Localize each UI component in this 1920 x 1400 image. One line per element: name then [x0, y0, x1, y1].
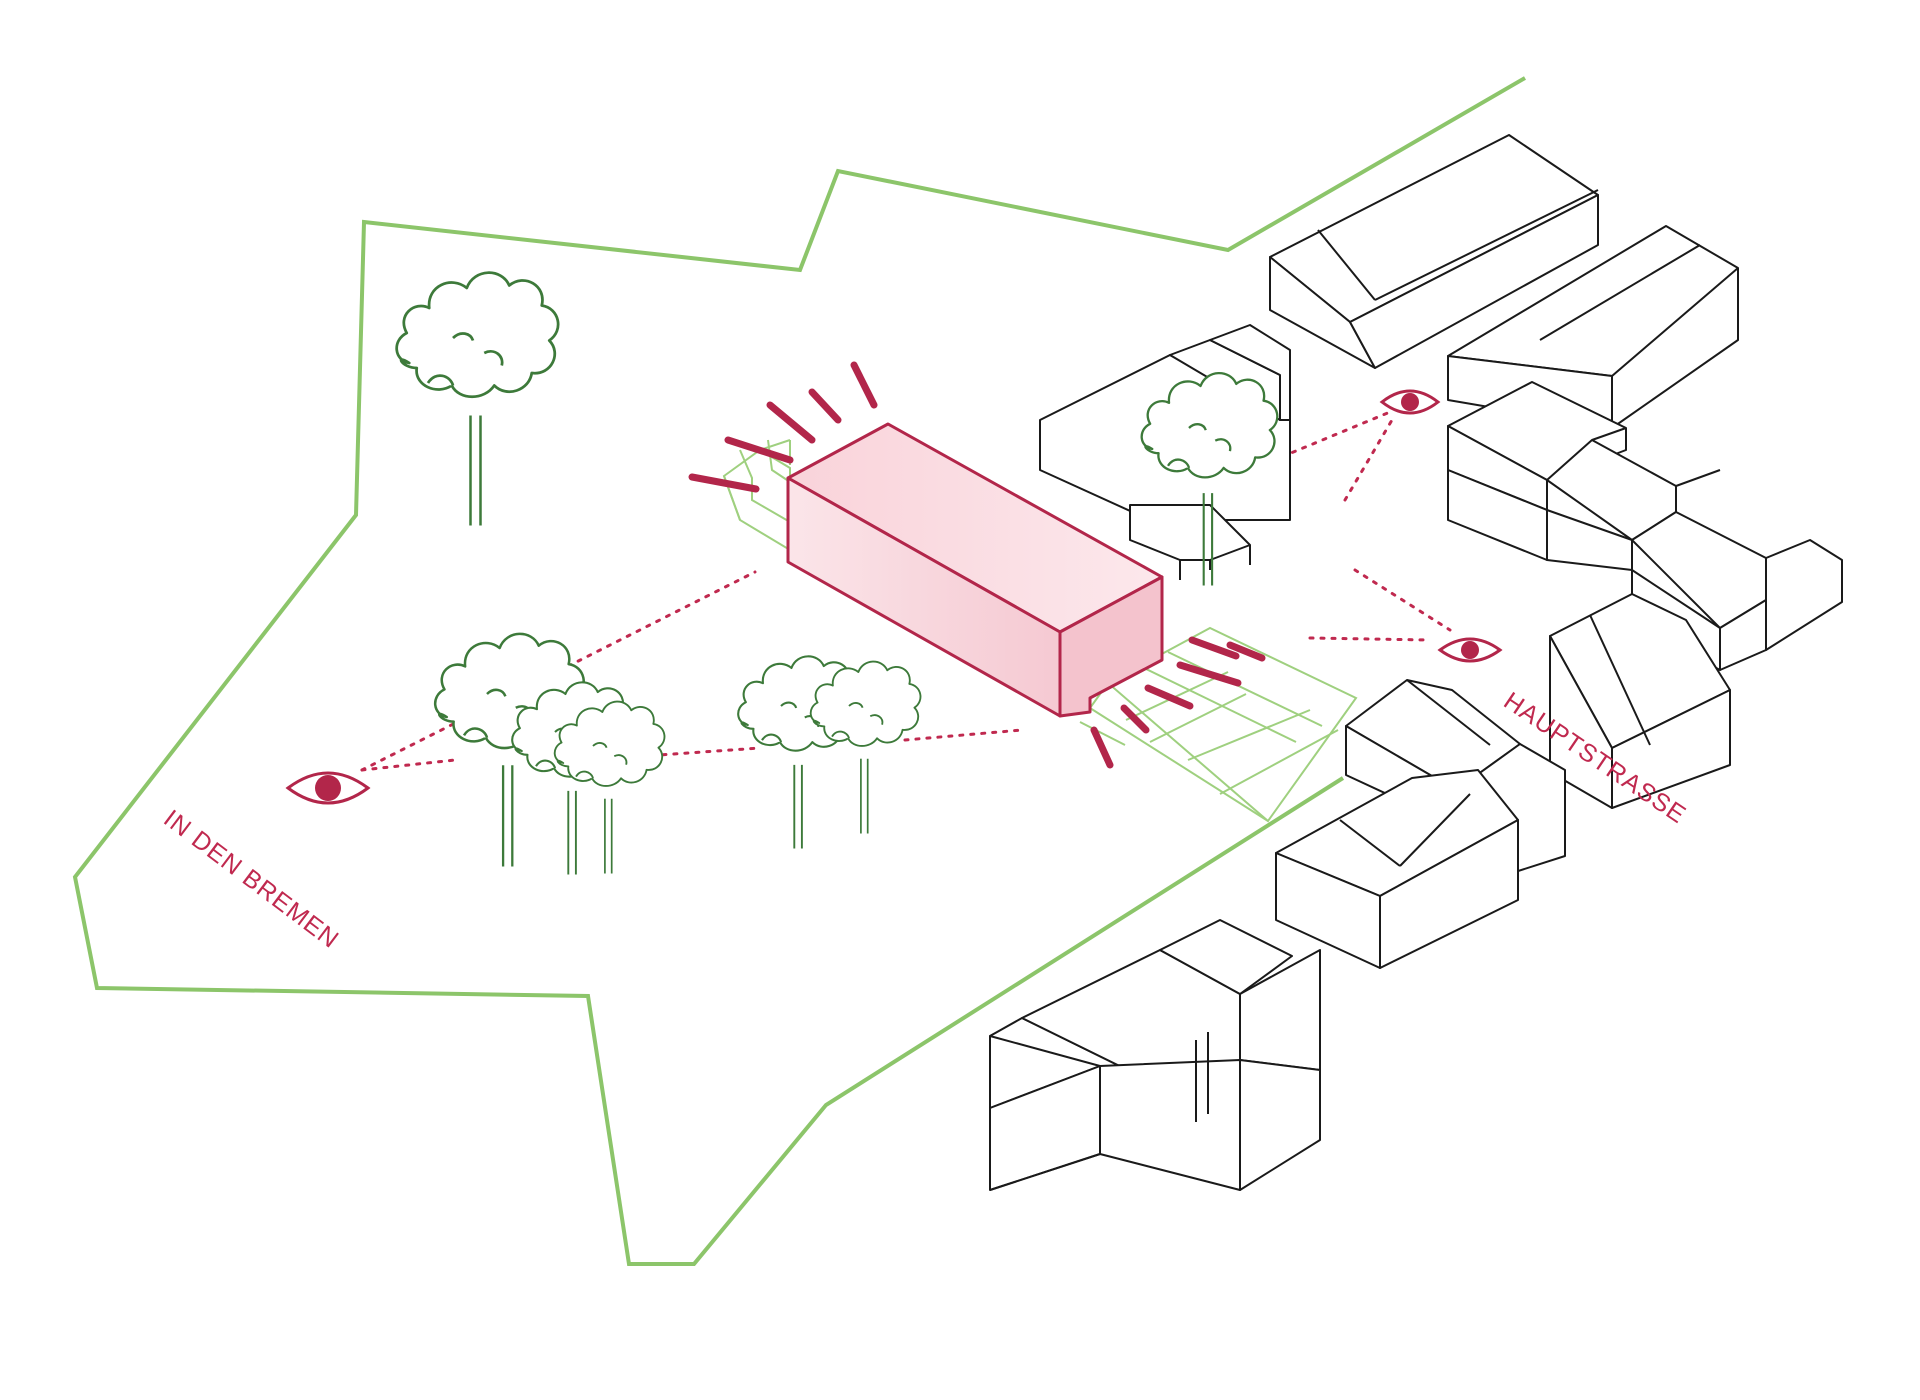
eye-icon [1437, 637, 1503, 663]
east-plaza [1079, 626, 1358, 823]
new-building [786, 422, 1164, 718]
building-east-gable [1549, 593, 1731, 809]
surrounding-buildings [989, 134, 1843, 1191]
building-southwest [989, 919, 1321, 1191]
eye-icon [285, 771, 371, 805]
eye-icon [1379, 389, 1441, 415]
tree-icon [395, 271, 560, 527]
tree-icon [553, 700, 666, 875]
street-label-west: IN DEN BREMEN [158, 804, 344, 954]
building-north [1269, 134, 1599, 369]
focus-rays [688, 361, 1266, 769]
building-south-2 [1275, 769, 1519, 969]
site-boundary [72, 76, 1527, 1266]
